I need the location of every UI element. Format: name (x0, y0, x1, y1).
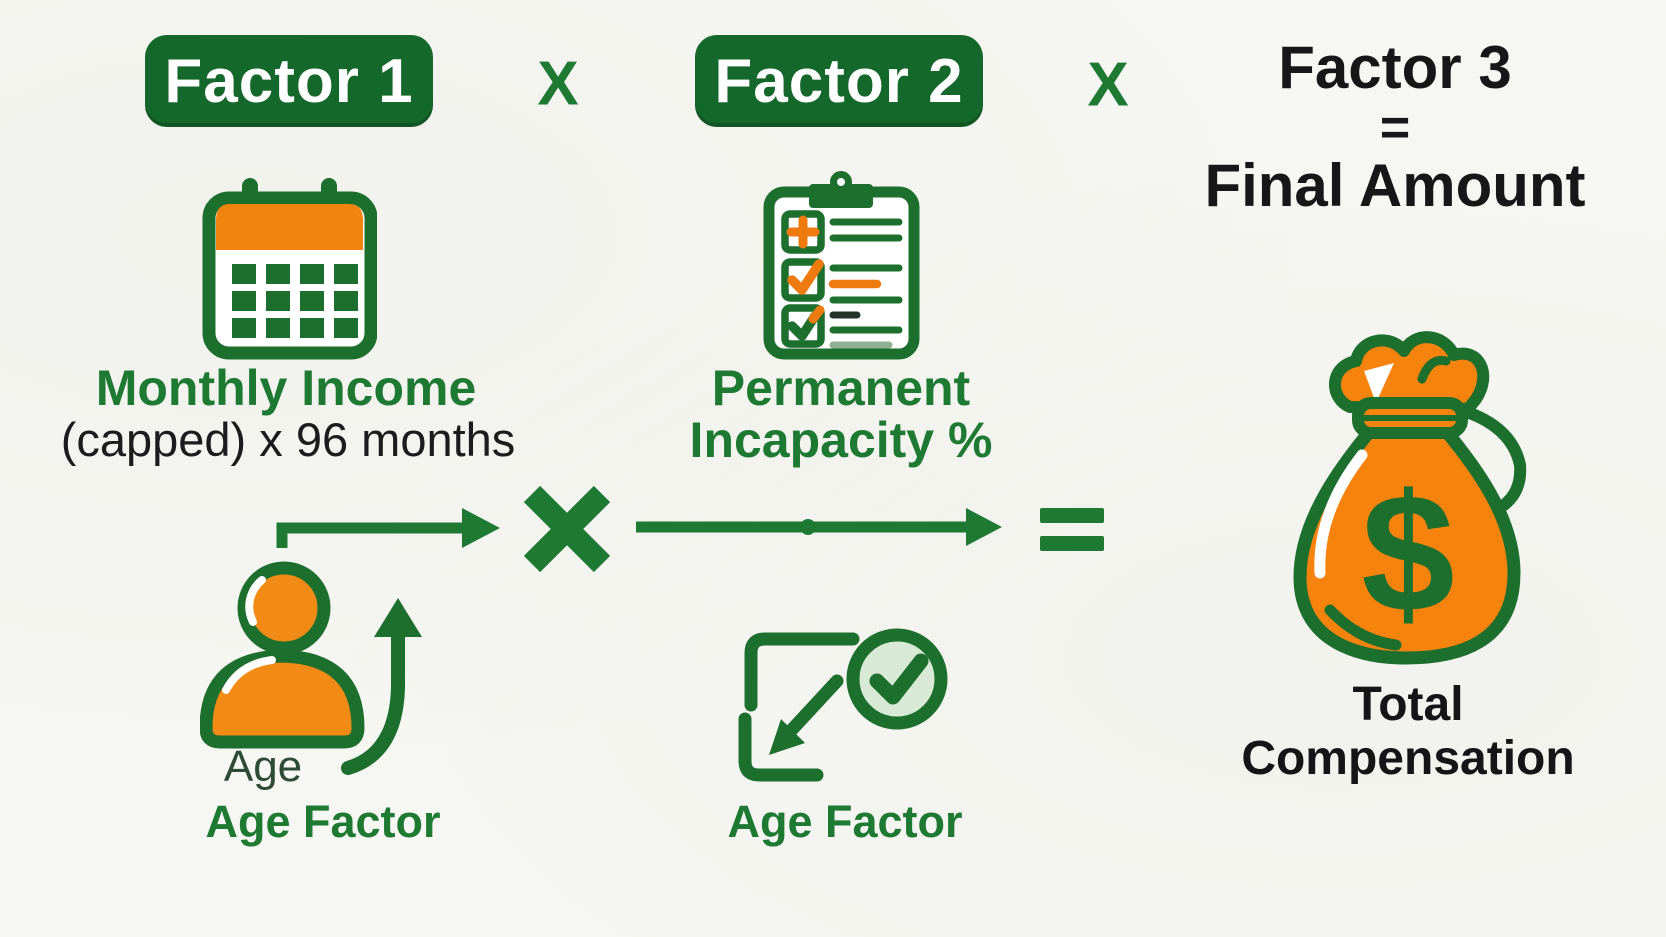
multiply-cross-icon (523, 486, 611, 572)
factor1-badge: Factor 1 (145, 35, 433, 127)
factor3-heading: Factor 3 = Final Amount (1155, 38, 1635, 216)
total-compensation-label: Total Compensation (1241, 678, 1574, 786)
money-bag-icon: $ (1293, 331, 1527, 665)
dollar-sign: $ (1361, 459, 1454, 647)
permanent-incapacity-line1: Permanent (711, 360, 971, 416)
multiply-sign-2: X (1087, 50, 1129, 120)
total-compensation-line1: Total (1352, 678, 1464, 731)
calendar-icon (202, 178, 377, 360)
equals-icon (1040, 508, 1104, 551)
person-age-up-arrow-icon (200, 561, 422, 775)
monthly-income-label: Monthly Income (95, 360, 477, 416)
permanent-incapacity-label: Permanent Incapacity % (690, 362, 993, 466)
age-factor-label-2: Age Factor (727, 796, 963, 847)
shrink-arrow-check-icon (738, 628, 948, 782)
multiply-sign-1: X (537, 49, 579, 119)
factor3-title: Factor 3 (1278, 34, 1512, 101)
flow-arrow-2-icon (636, 508, 1002, 546)
factor1-badge-label: Factor 1 (164, 46, 414, 116)
age-factor-label-1: Age Factor (205, 796, 441, 847)
clipboard-checklist-icon (763, 171, 920, 360)
factor3-equals-sign: = (1379, 99, 1411, 157)
final-amount-label: Final Amount (1204, 152, 1586, 219)
age-caption: Age (223, 742, 303, 791)
flow-arrow-1-icon (276, 508, 500, 548)
factor2-badge-label: Factor 2 (714, 46, 964, 116)
permanent-incapacity-line2: Incapacity % (689, 412, 993, 468)
factor2-badge: Factor 2 (695, 35, 983, 127)
total-compensation-line2: Compensation (1241, 731, 1575, 785)
capped-months-label: (capped) x 96 months (60, 413, 516, 466)
